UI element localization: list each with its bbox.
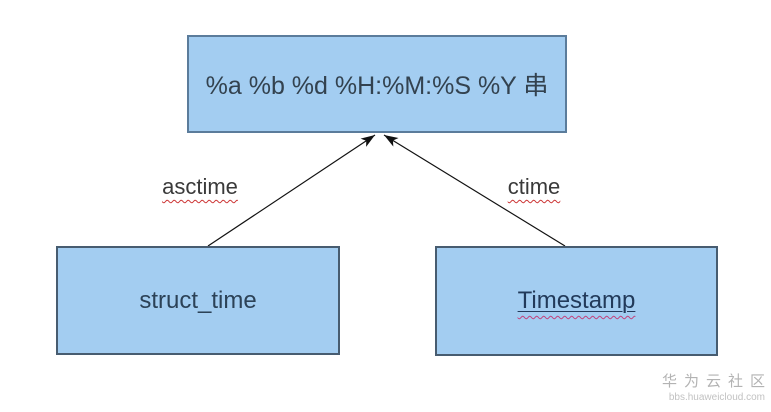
ctime-edge-label-container: ctime	[492, 174, 576, 200]
format-string-label: %a %b %d %H:%M:%S %Y 串	[205, 72, 549, 100]
watermark: 华为云社区 bbs.huaweicloud.com	[662, 373, 765, 404]
format-string-node: %a %b %d %H:%M:%S %Y 串	[187, 35, 567, 133]
struct-time-label: struct_time	[139, 286, 257, 314]
asctime-edge-label-container: asctime	[140, 174, 260, 200]
asctime-edge-label: asctime	[162, 174, 238, 199]
timestamp-label-wrap: Timestamp	[518, 287, 636, 315]
struct-time-node: struct_time	[56, 246, 340, 355]
timestamp-label: Timestamp	[517, 287, 636, 314]
timestamp-node: Timestamp	[435, 246, 718, 356]
watermark-brand: 华为云社区	[661, 372, 771, 390]
ctime-edge-label: ctime	[507, 174, 561, 199]
watermark-url: bbs.huaweicloud.com	[668, 391, 765, 403]
